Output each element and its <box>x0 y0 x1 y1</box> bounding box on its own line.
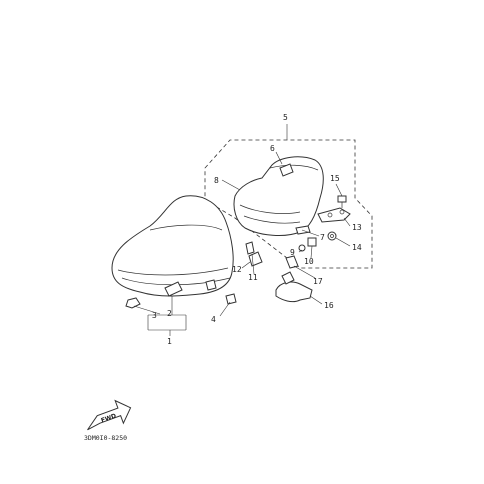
collar-and-damper <box>245 241 263 267</box>
rear-bracket <box>317 195 351 241</box>
callout-labels: 1 2 3 4 5 6 7 8 9 10 11 12 13 14 15 16 1… <box>152 113 362 346</box>
callout-17: 17 <box>313 277 323 286</box>
callout-4: 4 <box>211 315 216 324</box>
callout-13: 13 <box>352 223 362 232</box>
callout-6: 6 <box>270 144 275 153</box>
forward-label: FWD <box>100 412 117 424</box>
rear-emblem-part <box>279 163 294 177</box>
callout-8: 8 <box>214 176 219 185</box>
callout-11: 11 <box>248 273 258 282</box>
callout-16: 16 <box>324 301 334 310</box>
forward-arrow-icon: FWD <box>87 399 132 431</box>
callout-10: 10 <box>304 257 314 266</box>
rear-seat-assembly-boundary <box>204 139 373 269</box>
front-seat <box>111 195 234 297</box>
rear-seat <box>233 156 324 236</box>
callout-15: 15 <box>330 174 340 183</box>
callout-5: 5 <box>283 113 288 122</box>
leader-lines <box>133 124 351 336</box>
callout-1: 1 <box>167 337 172 346</box>
callout-7: 7 <box>320 233 325 242</box>
emblem-part <box>164 281 183 297</box>
callout-9: 9 <box>290 248 295 257</box>
callout-12: 12 <box>232 265 242 274</box>
rear-hardware <box>295 225 317 252</box>
front-hardware <box>125 279 237 309</box>
drawing-code: 3DM0I0-8250 <box>84 434 127 442</box>
seat-hinge <box>275 255 313 303</box>
callout-3: 3 <box>152 311 157 320</box>
callout-14: 14 <box>352 243 362 252</box>
callout-2: 2 <box>167 309 172 318</box>
